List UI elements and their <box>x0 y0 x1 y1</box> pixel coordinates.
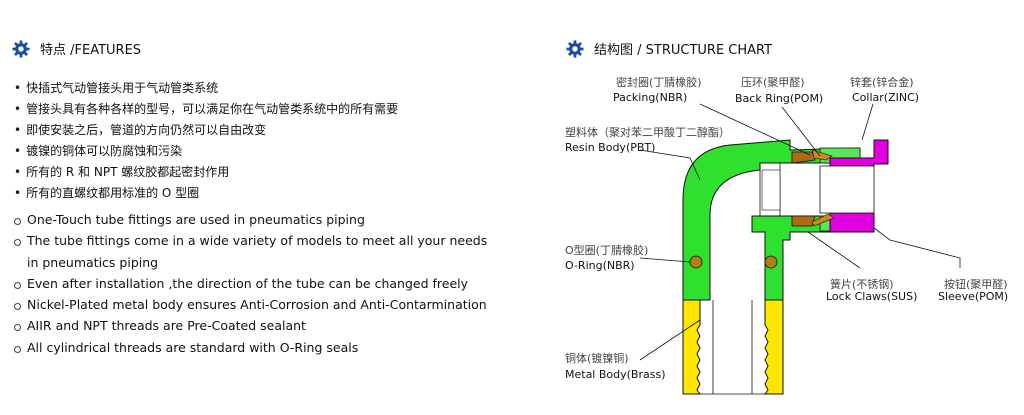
metal-body-shape <box>682 299 701 395</box>
lock-claws-label-cn: 簧片(不锈钢) <box>830 277 894 291</box>
gear-icon <box>12 39 30 58</box>
feature-en-item: AIIR and NPT threads are Pre-Coated seal… <box>14 315 487 336</box>
feature-cn-item: 即使安装之后，管道的方向仍然可以自由改变 <box>14 120 398 141</box>
o-ring-label-cn: O型圈(丁腈橡胶) <box>565 243 648 257</box>
feature-cn-item: 快插式气动管接头用于气动管类系统 <box>14 78 398 99</box>
feature-en-item: Nickel-Plated metal body ensures Anti-Co… <box>14 294 487 315</box>
resin-body-label-cn: 塑料体（聚对苯二甲酸丁二醇酯） <box>565 125 730 139</box>
feature-cn-item: 管接头具有各种各样的型号，可以满足你在气动管类系统中的所有需要 <box>14 99 398 120</box>
lock-claw-shape <box>811 213 835 227</box>
feature-cn-item: 所有的直螺纹都用标准的 O 型圈 <box>14 183 398 204</box>
back-ring-label-en: Back Ring(POM) <box>735 92 823 105</box>
structure-title: 结构图 / STRUCTURE CHART <box>594 43 773 58</box>
resin-body-label-en: Resin Body(PBT) <box>565 141 655 154</box>
feature-en-item: One-Touch tube fittings are used in pneu… <box>14 209 487 230</box>
structure-diagram: 密封圈(丁腈橡胶) Packing(NBR) 压环(聚甲醛) Back Ring… <box>565 75 1008 395</box>
feature-en-text: AIIR and NPT threads are Pre-Coated seal… <box>27 318 306 334</box>
collar-label-cn: 锌套(锌合金) <box>850 75 914 89</box>
metal-body-label-cn: 铜体(镀镍铜) <box>565 351 629 365</box>
feature-en-item: The tube fittings come in a wide variety… <box>14 230 487 273</box>
packing-label-en: Packing(NBR) <box>613 91 687 104</box>
features-en-list: One-Touch tube fittings are used in pneu… <box>14 209 487 358</box>
sleeve-shape <box>829 212 875 233</box>
gear-icon <box>566 39 584 58</box>
o-ring-label-en: O-Ring(NBR) <box>565 259 635 272</box>
feature-en-item: All cylindrical threads are standard wit… <box>14 337 487 358</box>
packing-shape <box>791 215 816 227</box>
o-ring-shape <box>689 255 703 269</box>
structure-header: 结构图 / STRUCTURE CHART <box>566 39 772 58</box>
features-header: 特点 /FEATURES <box>12 39 141 58</box>
feature-en-text: All cylindrical threads are standard wit… <box>27 339 359 355</box>
feature-en-item: Even after installation ,the direction o… <box>14 273 487 294</box>
feature-en-text-continued: in pneumatics piping <box>27 254 159 270</box>
metal-body-label-en: Metal Body(Brass) <box>565 368 666 381</box>
feature-en-text: Nickel-Plated metal body ensures Anti-Co… <box>27 297 487 313</box>
sleeve-label-cn: 按钮(聚甲醛) <box>944 277 1008 291</box>
features-cn-list: 快插式气动管接头用于气动管类系统 管接头具有各种各样的型号，可以满足你在气动管类… <box>14 78 398 204</box>
packing-label-cn: 密封圈(丁腈橡胶) <box>616 75 702 89</box>
o-ring-shape <box>764 255 778 269</box>
lock-claws-label-en: Lock Claws(SUS) <box>826 290 917 303</box>
feature-en-text: One-Touch tube fittings are used in pneu… <box>27 212 365 227</box>
features-title: 特点 /FEATURES <box>40 43 142 58</box>
back-ring-label-cn: 压环(聚甲醛) <box>741 75 805 89</box>
metal-body-shape <box>764 299 784 395</box>
collar-label-en: Collar(ZINC) <box>852 91 919 104</box>
feature-cn-item: 所有的 R 和 NPT 螺纹胶都起密封作用 <box>14 162 398 183</box>
feature-cn-item: 镀镍的铜体可以防腐蚀和污染 <box>14 141 398 162</box>
sleeve-label-en: Sleeve(POM) <box>938 290 1008 303</box>
feature-en-text: Even after installation ,the direction o… <box>27 275 469 291</box>
feature-en-text: The tube fittings come in a wide variety… <box>27 233 488 249</box>
